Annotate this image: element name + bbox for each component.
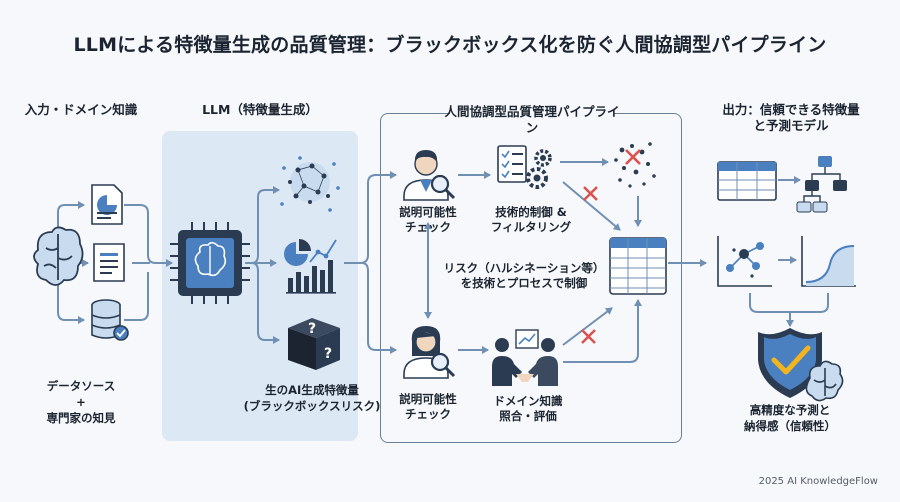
reject-x-icon-top bbox=[625, 149, 641, 165]
reject-x-icon-mid bbox=[583, 186, 598, 201]
database-check-icon bbox=[91, 299, 129, 341]
input-caption-line1: データソース bbox=[46, 379, 116, 393]
input-caption-line2: + bbox=[76, 395, 86, 409]
svg-text:?: ? bbox=[308, 321, 316, 337]
risk-control-label: リスク（ハルシネーション等） を技術とプロセスで制御 bbox=[440, 261, 608, 291]
tech-control-line1: 技術的制御 & bbox=[495, 205, 567, 219]
reviewer-woman-icon bbox=[403, 326, 456, 379]
llm-caption-line1: 生のAI生成特徴量 bbox=[265, 383, 359, 397]
output-caption: 高精度な予測と 納得感（信頼性） bbox=[730, 402, 850, 434]
connector-arrows bbox=[57, 158, 829, 363]
reviewer-man-icon bbox=[403, 150, 456, 201]
footer-credit: 2025 AI KnowledgeFlow bbox=[758, 476, 878, 487]
explain-check-bottom-line1: 説明可能性 bbox=[399, 392, 457, 406]
domain-check-line2: 照合・評価 bbox=[499, 409, 557, 423]
pie-report-icon bbox=[91, 184, 123, 225]
feature-table-icon bbox=[609, 237, 667, 295]
tech-control-label: 技術的制御 & フィルタリング bbox=[476, 205, 586, 235]
section-llm-label: LLM（特徴量生成） bbox=[202, 102, 318, 117]
scroll-document-icon bbox=[93, 243, 125, 282]
llm-caption: 生のAI生成特徴量 (ブラックボックスリスク) bbox=[222, 382, 402, 414]
prediction-curve-icon bbox=[801, 236, 856, 287]
svg-text:?: ? bbox=[324, 346, 332, 362]
output-caption-line1: 高精度な予測と bbox=[749, 403, 831, 417]
tech-control-line2: フィルタリング bbox=[490, 220, 572, 234]
node-graph-icon bbox=[717, 236, 772, 287]
expert-handshake-icon bbox=[492, 329, 558, 386]
explain-check-bottom-line2: チェック bbox=[405, 407, 451, 421]
input-caption-line3: 専門家の知見 bbox=[46, 411, 116, 425]
explain-check-top-line2: チェック bbox=[405, 220, 451, 234]
section-output-line1: 出力：信頼できる特徴量 bbox=[722, 102, 860, 117]
reject-x-icon-bottom bbox=[581, 329, 596, 344]
brain-icon bbox=[33, 226, 84, 286]
section-output-label: 出力：信頼できる特徴量 と予測モデル bbox=[700, 102, 882, 134]
checklist-gears-icon bbox=[497, 145, 552, 189]
risk-control-line1: リスク（ハルシネーション等） bbox=[443, 261, 605, 275]
risk-control-line2: を技術とプロセスで制御 bbox=[460, 276, 588, 290]
section-output-line2: と予測モデル bbox=[753, 118, 829, 133]
section-pipeline-label: 人間協調型品質管理パイプライン bbox=[444, 104, 620, 135]
black-box-question-icon: ? ? bbox=[288, 318, 340, 370]
noise-cluster-icon bbox=[614, 142, 656, 188]
explain-check-top-label: 説明可能性 チェック bbox=[388, 205, 468, 235]
input-caption: データソース + 専門家の知見 bbox=[22, 378, 140, 426]
explain-check-top-line1: 説明可能性 bbox=[399, 205, 457, 219]
mixed-chart-icon bbox=[284, 239, 337, 294]
domain-check-line1: ドメイン知識 bbox=[493, 394, 563, 408]
trust-shield-icon bbox=[758, 328, 822, 398]
explain-check-bottom-label: 説明可能性 チェック bbox=[388, 392, 468, 422]
decision-tree-icon bbox=[796, 156, 847, 213]
domain-check-label: ドメイン知識 照合・評価 bbox=[478, 394, 578, 424]
page-title: LLMによる特徴量生成の品質管理：ブラックボックス化を防ぐ人間協調型パイプライン bbox=[73, 34, 827, 56]
brain-outline-icon bbox=[805, 360, 844, 402]
llm-caption-line2: (ブラックボックスリスク) bbox=[243, 399, 381, 413]
output-table-icon bbox=[717, 161, 777, 201]
ai-chip-icon bbox=[170, 222, 250, 304]
section-input-label: 入力・ドメイン知識 bbox=[24, 102, 138, 117]
output-caption-line2: 納得感（信頼性） bbox=[744, 419, 836, 433]
feature-cloud-icon bbox=[280, 156, 340, 212]
